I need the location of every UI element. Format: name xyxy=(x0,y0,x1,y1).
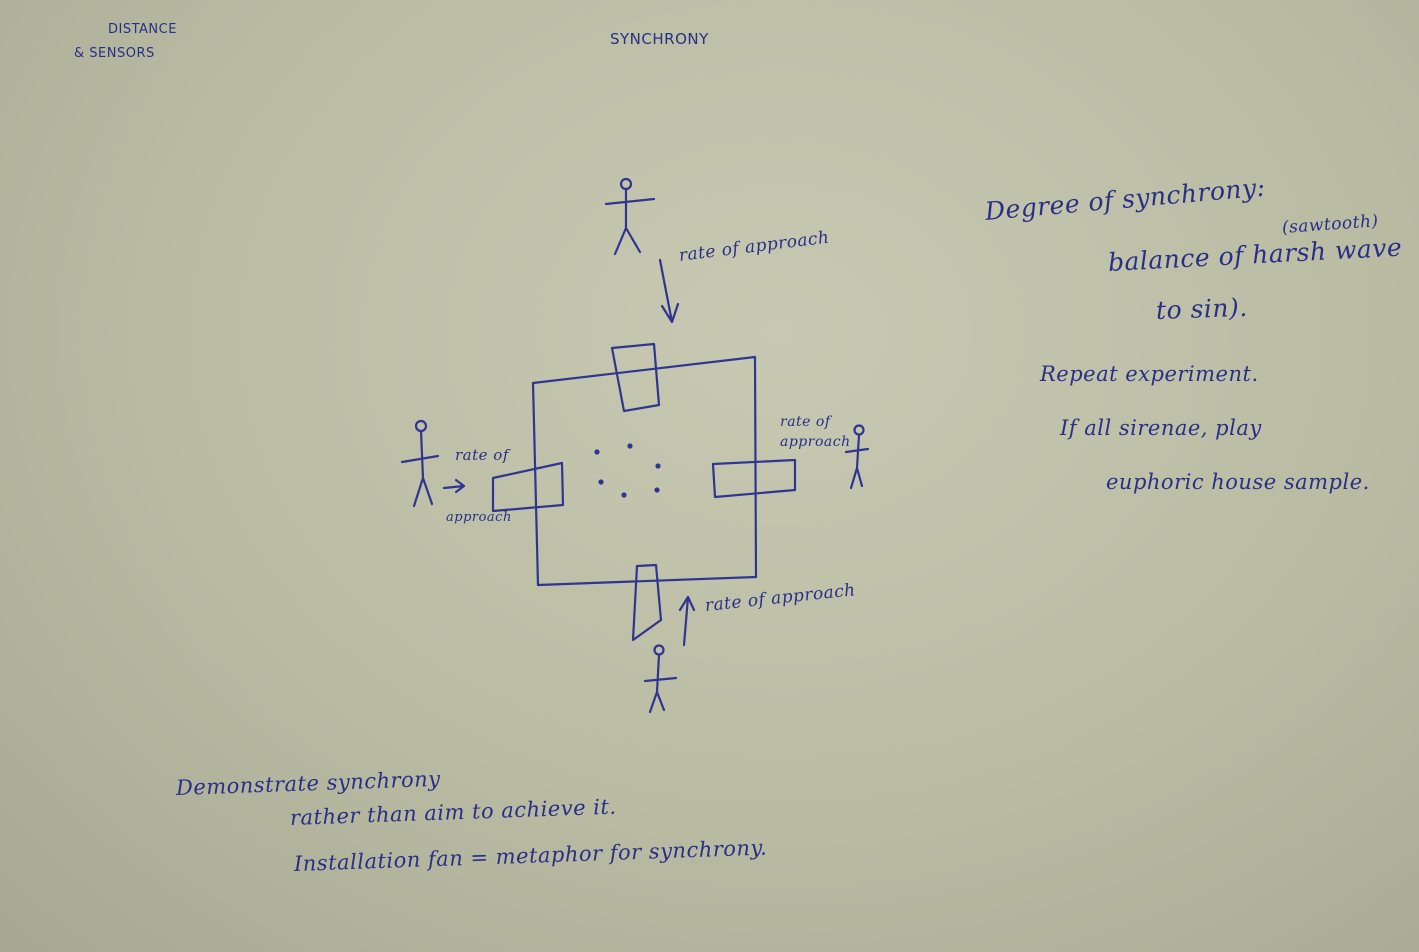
sensor-right xyxy=(711,458,797,499)
person-figure-right xyxy=(844,424,870,490)
person-figure-left xyxy=(400,419,440,508)
note-all-sirenae: If all sirenae, play xyxy=(1060,416,1262,440)
label-rate-left-line2: approach xyxy=(446,510,512,525)
sensor-bottom xyxy=(631,563,663,642)
note-euphoric-house: euphoric house sample. xyxy=(1106,470,1370,494)
sensor-left xyxy=(491,461,565,513)
centre-dots xyxy=(594,443,661,498)
note-repeat-experiment: Repeat experiment. xyxy=(1040,362,1259,386)
person-figure-bottom xyxy=(643,644,678,714)
installation-box xyxy=(531,355,758,587)
arrow-left xyxy=(442,478,466,494)
arrow-bottom xyxy=(678,595,696,647)
note-to-sin: to sin). xyxy=(1155,292,1249,325)
label-rate-left-line1: rate of xyxy=(455,446,509,464)
person-figure-top xyxy=(604,177,656,256)
corner-note-line2: & SENSORS xyxy=(74,46,155,61)
corner-note-line1: DISTANCE xyxy=(108,22,177,37)
page-title: SYNCHRONY xyxy=(610,30,709,48)
arrow-top xyxy=(658,258,680,324)
label-rate-right-line2: approach xyxy=(780,434,851,450)
label-rate-right-line1: rate of xyxy=(780,414,831,430)
sensor-top xyxy=(610,342,661,413)
